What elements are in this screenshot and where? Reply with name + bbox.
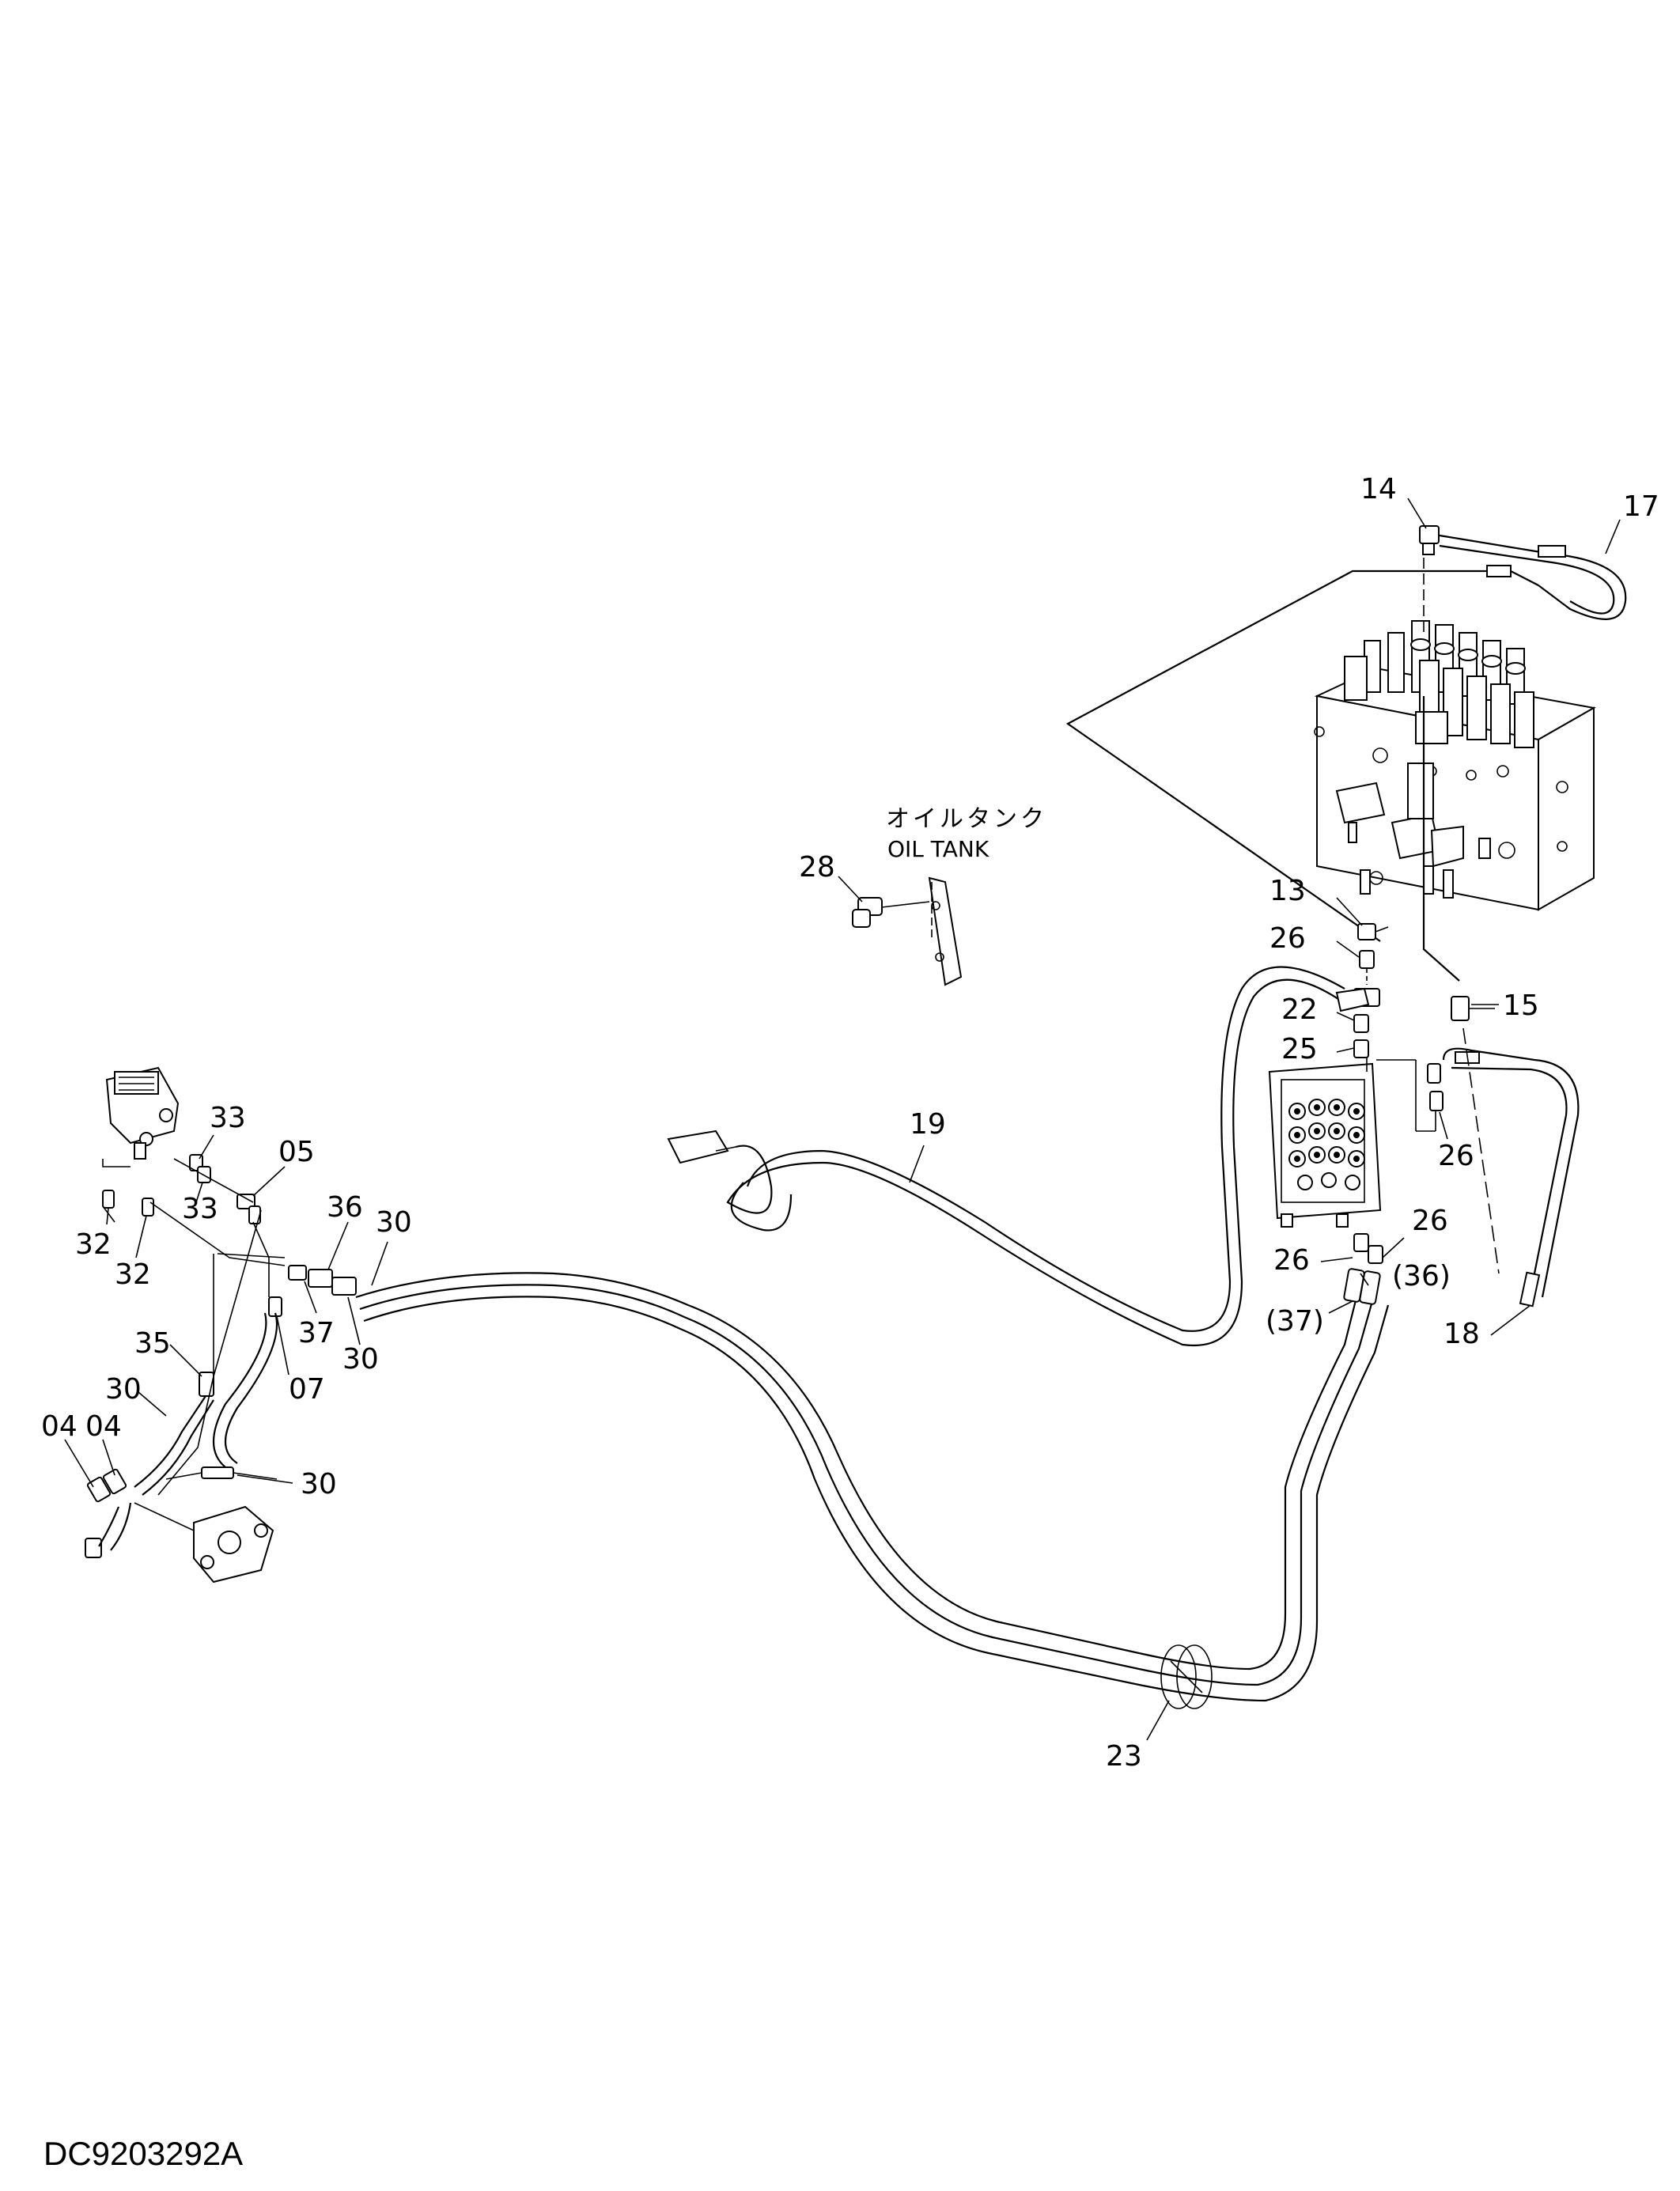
callout-leaders [64,498,1621,1741]
callout-35: 35 [134,1327,171,1360]
valve-solenoids [1335,711,1491,899]
callout-26-right: 26 [1438,1140,1474,1172]
control-valve [1314,620,1596,911]
callout-14: 14 [1360,473,1397,505]
callout-36-ref: (36) [1392,1260,1451,1292]
fitting-stack [1353,923,1436,1132]
callout-30-left: 30 [105,1373,142,1406]
callout-23: 23 [1106,1740,1142,1773]
hose-end-fittings-right [1343,1233,1383,1305]
callout-19: 19 [910,1108,946,1141]
oil-tank-label-en: OIL TANK [887,836,989,862]
oil-tank-plate [928,876,963,986]
callout-37: 37 [298,1317,335,1349]
drawing-code: DC9203292A [44,2135,243,2172]
callout-15: 15 [1503,990,1539,1022]
callout-25: 25 [1281,1033,1318,1065]
callout-30-bottom: 30 [301,1468,337,1500]
callout-13: 13 [1269,875,1306,907]
callout-26-top: 26 [1269,922,1306,955]
callout-37-ref: (37) [1266,1305,1324,1338]
hose-19 [667,966,1370,1347]
callout-33-lower: 33 [182,1193,218,1225]
oil-tank-label-jp: オイルタンク [886,805,1047,833]
hose-17 [1439,534,1627,620]
callout-30-top: 30 [376,1206,412,1239]
valve-connection-line-upper [1065,570,1487,942]
pilot-pedal-valve-lower [134,1502,274,1584]
fitting-14 [1419,525,1440,555]
callout-26-lower-left: 26 [1273,1244,1310,1277]
callout-04-right: 04 [85,1410,122,1443]
pilot-valve-block [1268,1062,1382,1228]
pilot-valve-ports [1288,1099,1365,1190]
callout-32-right: 32 [115,1258,151,1291]
fitting-26-right [1427,1063,1444,1111]
fitting-15 [1451,996,1495,1021]
valve-spools [1344,620,1534,748]
hose-18 [1442,1027,1580,1307]
fitting-28 [852,897,930,928]
left-lines [98,1158,286,1551]
callout-17: 17 [1623,490,1659,523]
callout-22: 22 [1281,993,1318,1026]
callout-18: 18 [1444,1318,1480,1350]
callout-36: 36 [327,1191,363,1224]
callout-26-lower-right: 26 [1412,1205,1448,1237]
valve-connection-line-15 [1422,696,1460,982]
callout-07: 07 [289,1373,325,1406]
callout-30-mid: 30 [342,1343,379,1376]
callout-04-left: 04 [41,1410,78,1443]
callout-05: 05 [278,1136,315,1168]
callout-32-left: 32 [75,1228,112,1261]
hose-clamp-23 [1160,1644,1213,1709]
callout-28: 28 [799,851,835,884]
hose-19-end-connector [667,1130,736,1164]
hose-bundle-30 [355,1272,1390,1702]
callout-labels: 14 17 28 13 26 22 25 15 26 19 26 26 (36)… [41,473,1659,1773]
callout-33-upper: 33 [210,1102,246,1134]
pilot-pedal-valve-upper [102,1066,180,1167]
